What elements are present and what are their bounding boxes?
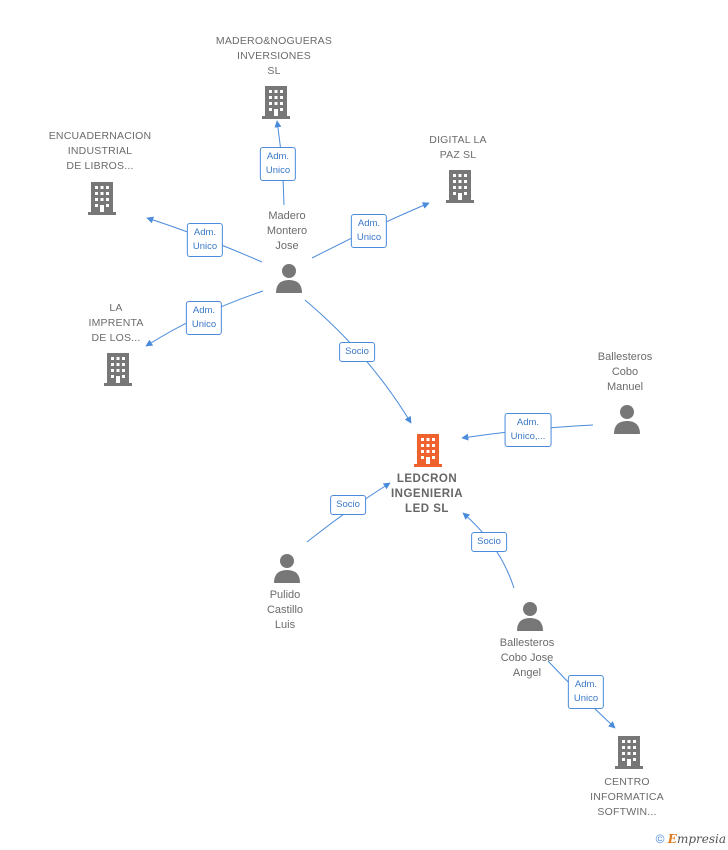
node-label-madero-nogueras[interactable]: MADERO&NOGUERAS INVERSIONES SL	[215, 35, 333, 77]
node-label-digital-la-paz[interactable]: DIGITAL LA PAZ SL	[429, 134, 487, 161]
building-icon[interactable]	[444, 168, 476, 204]
brand-logo: Empresia	[667, 832, 726, 846]
building-icon[interactable]	[102, 351, 134, 387]
node-label-encuadernacion[interactable]: ENCUADERNACION INDUSTRIAL DE LIBROS...	[48, 130, 152, 172]
edge-label-e4[interactable]: Adm. Unico	[185, 301, 223, 335]
person-icon[interactable]	[272, 552, 302, 584]
edge-label-e8[interactable]: Socio	[471, 532, 507, 552]
person-icon[interactable]	[274, 262, 304, 294]
node-label-ledcron[interactable]: LEDCRON INGENIERIA LED SL	[390, 473, 464, 515]
footer-brand[interactable]: © Empresia	[656, 832, 726, 846]
node-label-pulido-castillo[interactable]: Pulido Castillo Luis	[266, 589, 304, 631]
copyright-icon: ©	[655, 832, 665, 846]
node-label-ballesteros-manuel[interactable]: Ballesteros Cobo Manuel	[597, 351, 653, 393]
node-label-madero-montero[interactable]: Madero Montero Jose	[266, 210, 308, 252]
node-label-centro-informatica[interactable]: CENTRO INFORMATICA SOFTWIN...	[590, 776, 664, 818]
edge-label-e5[interactable]: Socio	[339, 342, 375, 362]
edge-label-e6[interactable]: Adm. Unico,...	[504, 413, 552, 447]
building-icon[interactable]	[613, 734, 645, 770]
person-icon[interactable]	[612, 403, 642, 435]
node-label-ballesteros-jose[interactable]: Ballesteros Cobo Jose Angel	[499, 637, 555, 679]
edge-label-e2[interactable]: Adm. Unico	[186, 223, 224, 257]
building-icon[interactable]	[260, 84, 292, 120]
edge-label-e7[interactable]: Socio	[330, 495, 366, 515]
edge-label-e1[interactable]: Adm. Unico	[259, 147, 297, 181]
node-label-la-imprenta[interactable]: LA IMPRENTA DE LOS...	[88, 302, 144, 344]
building-icon[interactable]	[86, 180, 118, 216]
person-icon[interactable]	[515, 600, 545, 632]
edge-label-e9[interactable]: Adm. Unico	[567, 675, 605, 709]
edge-label-e3[interactable]: Adm. Unico	[350, 214, 388, 248]
focal-building-icon[interactable]	[412, 432, 444, 468]
